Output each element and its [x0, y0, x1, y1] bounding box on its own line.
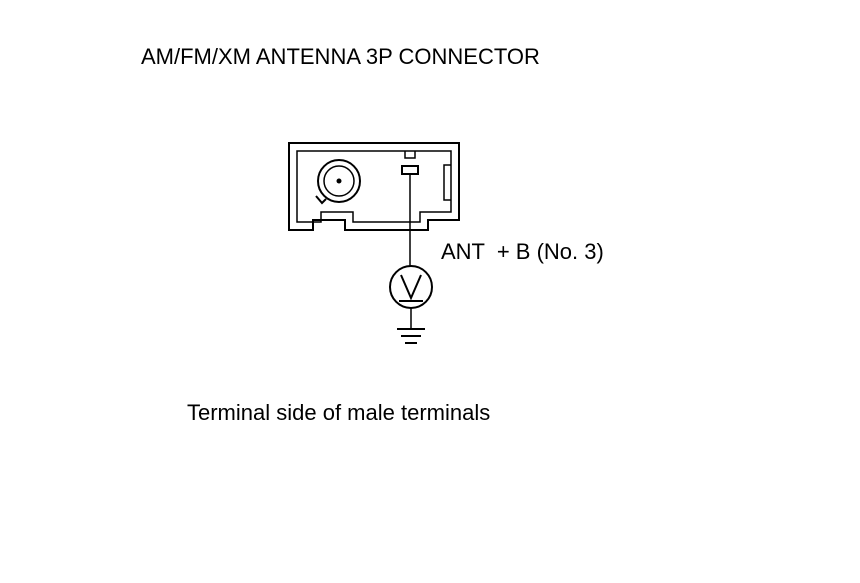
pin-3-terminal: [401, 165, 419, 175]
ground-icon: [397, 328, 425, 344]
pin-3-label: ANT + B (No. 3): [441, 239, 604, 264]
connector-housing: [288, 142, 460, 231]
voltmeter-icon: [389, 265, 433, 309]
coax-terminal: [315, 159, 361, 205]
diagram-title: AM/FM/XM ANTENNA 3P CONNECTOR: [141, 44, 540, 69]
diagram-caption: Terminal side of male terminals: [187, 400, 491, 425]
